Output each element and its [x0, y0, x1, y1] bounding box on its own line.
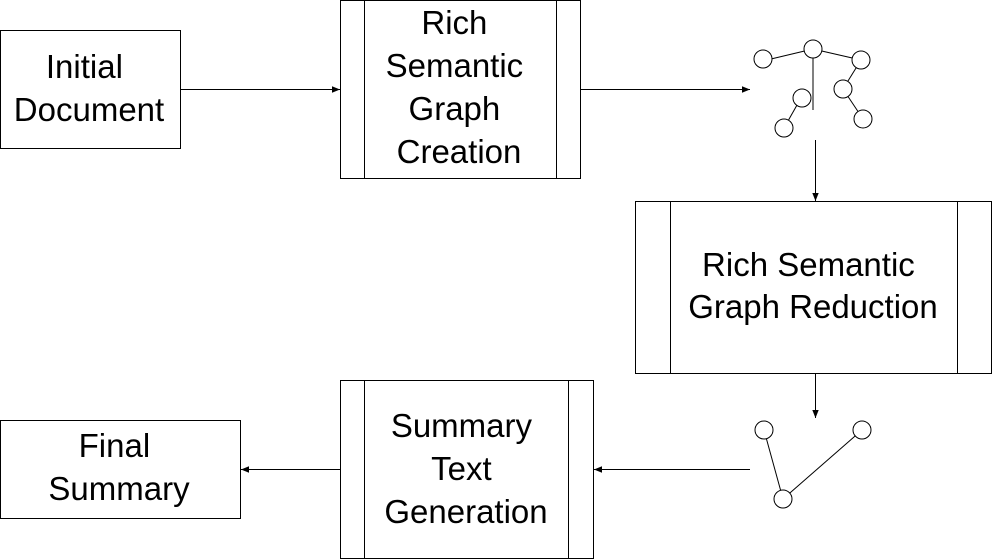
summary-generation-box: Summary Text Generation — [340, 380, 594, 559]
graph-creation-line-1: Rich — [421, 4, 487, 41]
summary-generation-line-2: Text — [431, 450, 492, 487]
initial-document-label: Initial Document — [14, 48, 164, 128]
initial-document-line-2: Document — [14, 91, 164, 128]
graph-node — [803, 39, 823, 59]
graph-node — [773, 489, 793, 509]
graph-reduction-line-1: Rich Semantic — [702, 246, 915, 283]
final-summary-line-2: Summary — [48, 470, 190, 507]
final-summary-line-1: Final — [79, 427, 151, 464]
graph-node — [853, 109, 873, 129]
initial-document-line-1: Initial — [46, 48, 123, 85]
semantic-graph-icon — [753, 39, 873, 138]
graph-node — [833, 79, 853, 99]
initial-document-box: Initial Document — [0, 30, 181, 149]
graph-reduction-line-2: Graph Reduction — [688, 288, 937, 325]
graph-reduction-rect — [635, 201, 992, 374]
initial-document-rect — [0, 30, 181, 149]
graph-creation-box: Rich Semantic Graph Creation — [340, 0, 581, 179]
reduced-graph-icon — [754, 420, 872, 509]
graph-creation-rect — [340, 0, 581, 179]
final-summary-box: Final Summary — [0, 420, 241, 519]
summary-generation-line-1: Summary — [391, 407, 533, 444]
graph-node — [754, 420, 774, 440]
graph-reduction-box: Rich Semantic Graph Reduction — [635, 201, 992, 374]
graph-creation-line-4: Creation — [397, 133, 522, 170]
final-summary-label: Final Summary — [48, 427, 190, 507]
graph-node — [851, 50, 871, 70]
summary-generation-rect — [340, 380, 594, 559]
summary-generation-label: Summary Text Generation — [384, 407, 547, 530]
graph-node — [753, 49, 773, 69]
summary-generation-line-3: Generation — [384, 493, 547, 530]
final-summary-rect — [0, 420, 241, 519]
graph-node — [852, 420, 872, 440]
graph-reduction-label: Rich Semantic Graph Reduction — [688, 246, 937, 325]
graph-node — [792, 88, 812, 108]
graph-node — [774, 118, 794, 138]
graph-creation-line-2: Semantic — [386, 47, 524, 84]
graph-creation-label: Rich Semantic Graph Creation — [386, 4, 533, 170]
graph-creation-line-3: Graph — [409, 90, 501, 127]
